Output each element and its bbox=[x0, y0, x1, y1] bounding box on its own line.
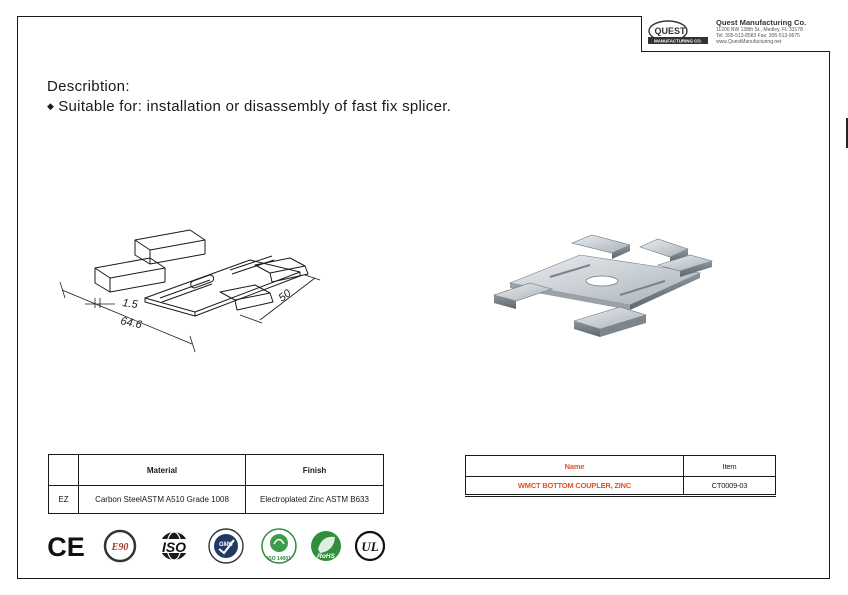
slot-line-3 bbox=[229, 255, 273, 271]
rohs-text: RoHS bbox=[317, 553, 335, 560]
table-row: EZ Carbon SteelASTM A510 Grade 1008 Elec… bbox=[48, 485, 384, 514]
dim-tick-a bbox=[59, 281, 66, 299]
description-text: Suitable for: installation or disassembl… bbox=[58, 98, 452, 115]
back-clip-top bbox=[134, 229, 206, 251]
cell-finish: Electroplated Zinc ASTM B633 bbox=[245, 485, 384, 514]
render-back-clip-right-side bbox=[670, 249, 688, 263]
name-table-header: Name Item bbox=[465, 455, 776, 477]
e90-text: E90 bbox=[111, 542, 129, 553]
coupler-3d-render bbox=[492, 234, 714, 337]
company-info: Quest Manufacturing Co. 11200 NW 138th S… bbox=[716, 19, 806, 45]
dim-line-length bbox=[61, 289, 193, 345]
header-name: Name bbox=[465, 455, 684, 477]
left-clip-side bbox=[94, 268, 111, 293]
header-material: Material bbox=[78, 454, 246, 486]
plate-outline bbox=[144, 259, 301, 313]
render-foot-front-side bbox=[574, 321, 600, 337]
cell-name: WMCT BOTTOM COUPLER, ZINC bbox=[465, 476, 684, 495]
iso-mark-icon: ISO bbox=[156, 531, 192, 561]
company-contact: Tel: 305-513-8583 Fax: 305-513-9675 bbox=[716, 32, 800, 39]
render-slot-left bbox=[549, 264, 591, 278]
render-center-slot bbox=[585, 275, 619, 287]
rohs-mark-icon: RoHS bbox=[311, 531, 341, 561]
dim-width-label: 50 bbox=[276, 287, 294, 305]
certification-logos: CE E90 ISO GMC ISO 14001 RoHS UL bbox=[46, 525, 396, 567]
dim-thickness-label: 1.5 bbox=[122, 297, 140, 311]
slot-line-2 bbox=[161, 283, 213, 303]
company-name: Quest Manufacturing Co. bbox=[716, 18, 807, 27]
left-clip-top bbox=[94, 257, 166, 279]
cell-code: EZ bbox=[48, 485, 79, 514]
company-website: www.QuestManufacturing.net bbox=[716, 38, 782, 45]
company-address: 11200 NW 138th St., Medley, FL 33178 bbox=[716, 26, 803, 33]
company-header: QUEST MANUFACTURING CO. Quest Manufactur… bbox=[641, 16, 830, 52]
material-table: Material Finish EZ Carbon SteelASTM A510… bbox=[48, 454, 384, 514]
dim-tick-f bbox=[304, 274, 321, 281]
slot-line-4 bbox=[231, 259, 275, 275]
render-foot-front-face bbox=[600, 315, 646, 337]
quest-logo-icon: QUEST MANUFACTURING CO. bbox=[648, 20, 708, 44]
dim-line-width bbox=[259, 277, 316, 321]
ce-text: CE bbox=[47, 532, 85, 562]
drawing-sheet-frame bbox=[17, 16, 830, 579]
name-item-table: Name Item WMCT BOTTOM COUPLER, ZINC CT00… bbox=[465, 455, 776, 495]
dim-tick-e bbox=[239, 314, 263, 324]
ul-text: UL bbox=[361, 539, 378, 554]
render-plate-front bbox=[630, 273, 700, 310]
gmc-text: GMC bbox=[219, 542, 234, 548]
center-slot bbox=[190, 274, 215, 289]
iso14001-text: ISO 14001 bbox=[267, 556, 291, 562]
material-table-header: Material Finish bbox=[48, 454, 384, 486]
right-clip-top bbox=[254, 257, 306, 274]
slot-line-1 bbox=[159, 279, 211, 299]
logo-sub-text: MANUFACTURING CO. bbox=[654, 39, 702, 44]
cell-item: CT0009-03 bbox=[683, 476, 776, 495]
left-clip-front bbox=[109, 268, 166, 293]
front-clip-front bbox=[234, 292, 274, 311]
e90-mark-icon: E90 bbox=[103, 529, 137, 563]
edge-mark bbox=[846, 118, 848, 148]
logo-main-text: QUEST bbox=[654, 26, 686, 36]
render-foot-right-side bbox=[680, 261, 712, 277]
dim-tick-b bbox=[189, 335, 196, 353]
render-back-clip-left-side bbox=[612, 245, 630, 259]
header-item: Item bbox=[683, 455, 776, 477]
description-title: Describtion: bbox=[47, 78, 130, 95]
header-finish: Finish bbox=[245, 454, 384, 486]
right-clip-front bbox=[269, 265, 309, 283]
render-foot-left-side bbox=[494, 295, 516, 309]
bullet-icon: ◆ bbox=[47, 101, 55, 111]
gmc-mark-icon: GMC bbox=[208, 528, 244, 564]
technical-drawing: 1.5 64.6 50 bbox=[59, 229, 321, 353]
cell-material: Carbon SteelASTM A510 Grade 1008 bbox=[78, 485, 246, 514]
render-slot-right bbox=[619, 280, 666, 296]
plate-edge-left bbox=[144, 298, 196, 317]
description-line: ◆Suitable for: installation or disassemb… bbox=[47, 98, 451, 115]
dim-length-label: 64.6 bbox=[119, 315, 143, 331]
ul-mark-icon: UL bbox=[354, 530, 386, 562]
table-row: WMCT BOTTOM COUPLER, ZINC CT0009-03 bbox=[465, 476, 776, 495]
iso14001-mark-icon: ISO 14001 bbox=[261, 528, 297, 564]
ce-mark-icon: CE bbox=[47, 532, 85, 562]
header-code bbox=[48, 454, 79, 486]
back-clip-front bbox=[149, 240, 206, 265]
table-underline bbox=[465, 496, 776, 497]
iso-text: ISO bbox=[162, 539, 186, 555]
